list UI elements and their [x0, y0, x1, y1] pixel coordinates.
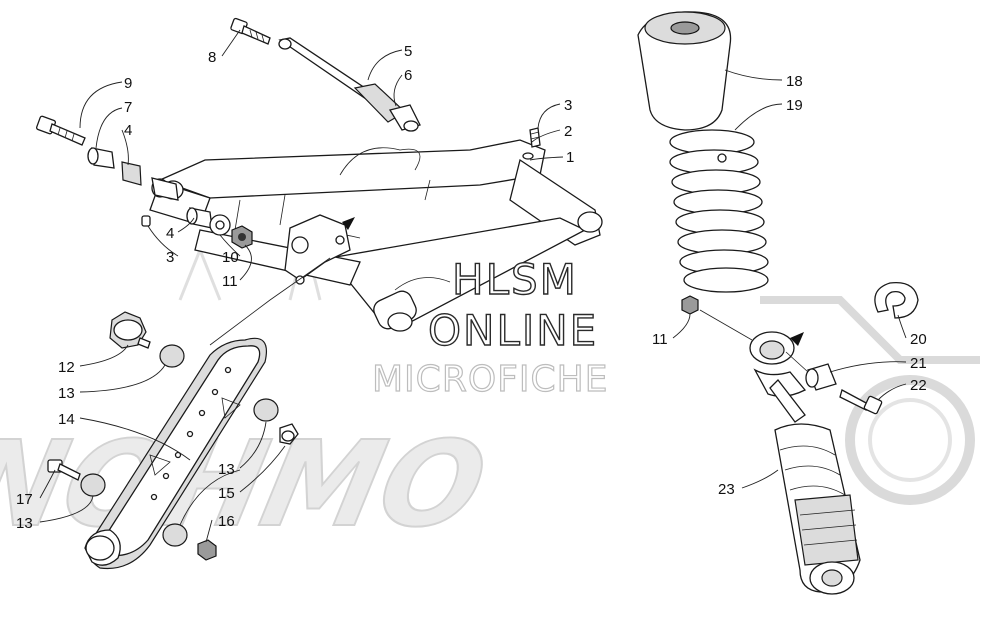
callout-13-a: 13 [58, 385, 75, 402]
callout-16: 16 [218, 513, 235, 530]
watermark-line1: HLSM [452, 255, 578, 304]
shock-absorber [749, 331, 861, 595]
callout-13-c: 13 [16, 515, 33, 532]
callout-4-bottom: 4 [166, 225, 174, 242]
callout-21: 21 [910, 355, 927, 372]
callout-8: 8 [208, 49, 216, 66]
grease-fitting-top [522, 127, 541, 160]
callout-3-top: 3 [564, 97, 572, 114]
spring-clip [874, 281, 919, 319]
leader-lines [39, 29, 907, 543]
nut-16 [197, 539, 217, 561]
bolt-22 [839, 389, 883, 415]
callout-5: 5 [404, 43, 412, 60]
callout-6: 6 [404, 67, 412, 84]
callout-1: 1 [566, 149, 574, 166]
callout-11-right: 11 [652, 331, 668, 348]
callout-13-b: 13 [218, 461, 235, 478]
adjuster-knob [109, 311, 151, 349]
arrow-marker-icon [342, 217, 355, 230]
callout-2: 2 [564, 123, 572, 140]
shock-boot [637, 11, 732, 131]
swing-arm-frame [149, 139, 603, 332]
grease-fitting-left [141, 215, 151, 227]
limiter-strap [84, 337, 267, 570]
shock-bushing-11 [681, 295, 699, 315]
bolt-17 [47, 459, 81, 481]
callout-4-top: 4 [124, 122, 132, 139]
watermark-line2: ONLINE [428, 306, 598, 355]
callout-17: 17 [16, 491, 33, 508]
callout-18: 18 [786, 73, 803, 90]
bushing-group-lower-left [186, 207, 253, 249]
shock-spring [669, 129, 769, 293]
shaft-assembly [278, 37, 421, 132]
wing-nut [279, 423, 299, 445]
callout-3-bottom: 3 [166, 249, 174, 266]
callout-20: 20 [910, 331, 927, 348]
callout-11-left: 11 [222, 273, 238, 290]
callout-23: 23 [718, 481, 735, 498]
shock-arrow-marker-icon [790, 332, 804, 346]
bolt-9-group [36, 115, 179, 201]
callout-22: 22 [910, 377, 927, 394]
callout-14: 14 [58, 411, 75, 428]
washers [80, 344, 279, 547]
watermark-text: HLSM ONLINE MICROFICHE [371, 254, 608, 400]
callout-labels: 8 5 6 9 7 4 3 2 1 4 3 10 11 11 18 19 20 … [16, 43, 927, 532]
bolt-8 [230, 17, 271, 45]
callout-19: 19 [786, 97, 803, 114]
callout-12: 12 [58, 359, 75, 376]
callout-10: 10 [222, 249, 239, 266]
spacer-21 [805, 363, 837, 391]
watermark-line3: MICROFICHE [372, 359, 608, 400]
callout-7: 7 [124, 99, 132, 116]
callout-9: 9 [124, 75, 132, 92]
callout-15: 15 [218, 485, 235, 502]
